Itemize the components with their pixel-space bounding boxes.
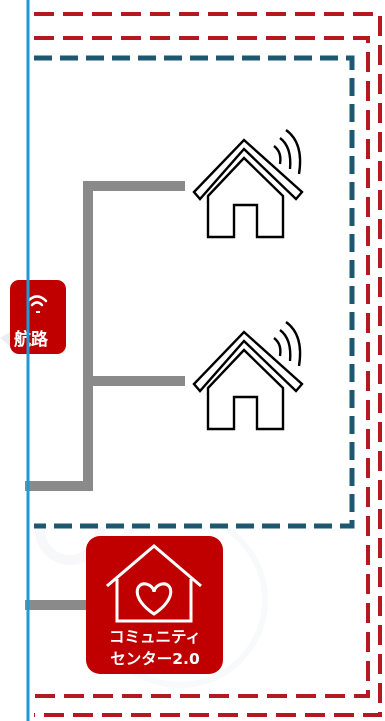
network-area-border — [31, 52, 353, 526]
community-center-label-line2: センター2.0 — [110, 650, 200, 668]
community-center-label-line1: コミュニティ — [109, 628, 201, 646]
partial-badge: 航路 — [10, 280, 66, 354]
community-center-node: コミュニティ センター2.0 — [86, 536, 223, 674]
partial-badge-label: 航路 — [14, 329, 49, 350]
